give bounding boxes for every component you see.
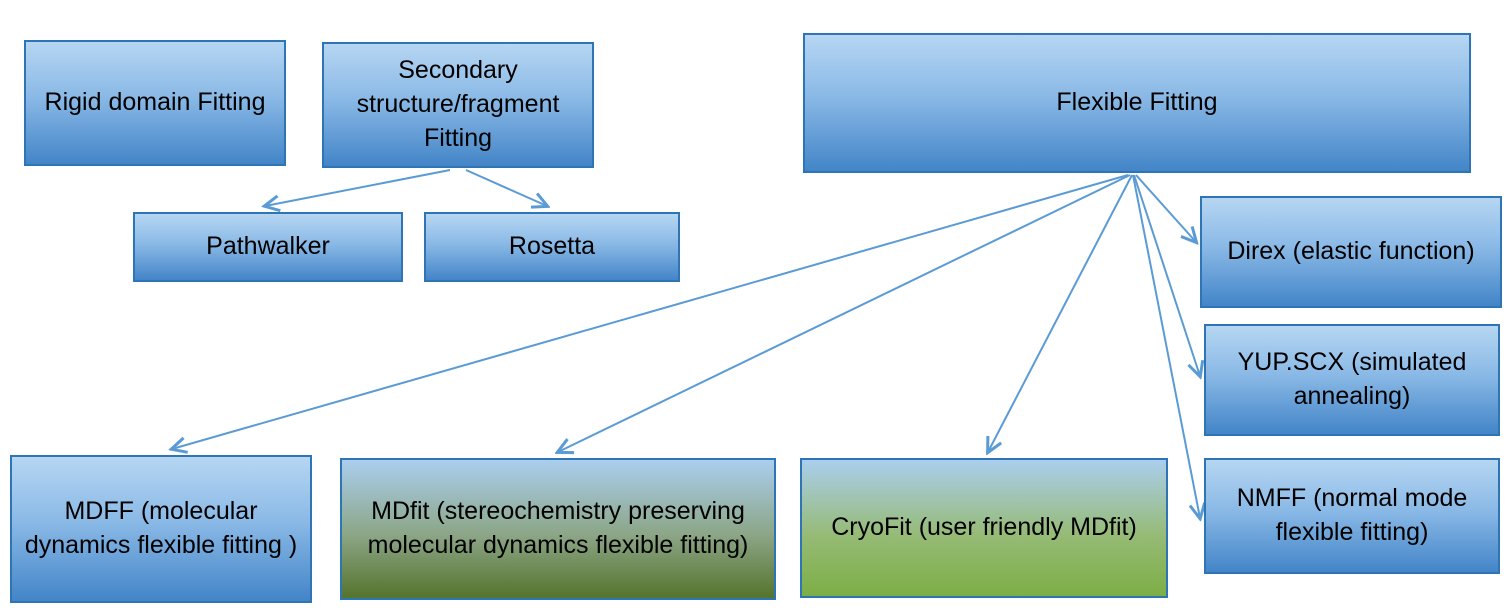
node-label: YUP.SCX (simulated annealing) [1237, 348, 1467, 410]
node-mdff: MDFF (molecular dynamics flexible fittin… [10, 455, 312, 603]
node-label: Pathwalker [206, 232, 330, 261]
arrow-flexible-to-yupscx [1133, 174, 1200, 376]
node-label: MDFF (molecular dynamics flexible fittin… [24, 497, 298, 559]
node-cryofit: CryoFit (user friendly MDfit) [800, 458, 1168, 598]
arrow-secondary-to-pathwalker [265, 169, 451, 206]
node-label: Flexible Fitting [1056, 88, 1218, 117]
arrow-flexible-to-cryofit [988, 174, 1133, 452]
node-rigid-domain-fitting: Rigid domain Fitting [24, 40, 286, 166]
node-label: Direx (elastic function) [1227, 237, 1475, 266]
node-label: CryoFit (user friendly MDfit) [831, 513, 1137, 542]
node-yupscx: YUP.SCX (simulated annealing) [1204, 324, 1500, 436]
node-mdfit: MDfit (stereochemistry preserving molecu… [340, 458, 776, 600]
node-label: Secondary structure/fragment Fitting [356, 56, 560, 152]
arrow-secondary-to-rosetta [465, 169, 547, 206]
node-rosetta: Rosetta [424, 212, 680, 282]
node-flexible-fitting: Flexible Fitting [803, 33, 1471, 173]
node-pathwalker: Pathwalker [133, 212, 403, 282]
arrow-flexible-to-direx [1135, 174, 1196, 242]
node-label: Rigid domain Fitting [44, 88, 266, 117]
node-label: Rosetta [508, 232, 596, 261]
node-secondary-structure-fragment-fitting: Secondary structure/fragment Fitting [322, 42, 594, 168]
node-label: MDfit (stereochemistry preserving molecu… [367, 497, 749, 559]
node-direx: Direx (elastic function) [1200, 196, 1502, 308]
node-label: NMFF (normal mode flexible fitting) [1236, 484, 1468, 546]
node-nmff: NMFF (normal mode flexible fitting) [1204, 458, 1500, 574]
